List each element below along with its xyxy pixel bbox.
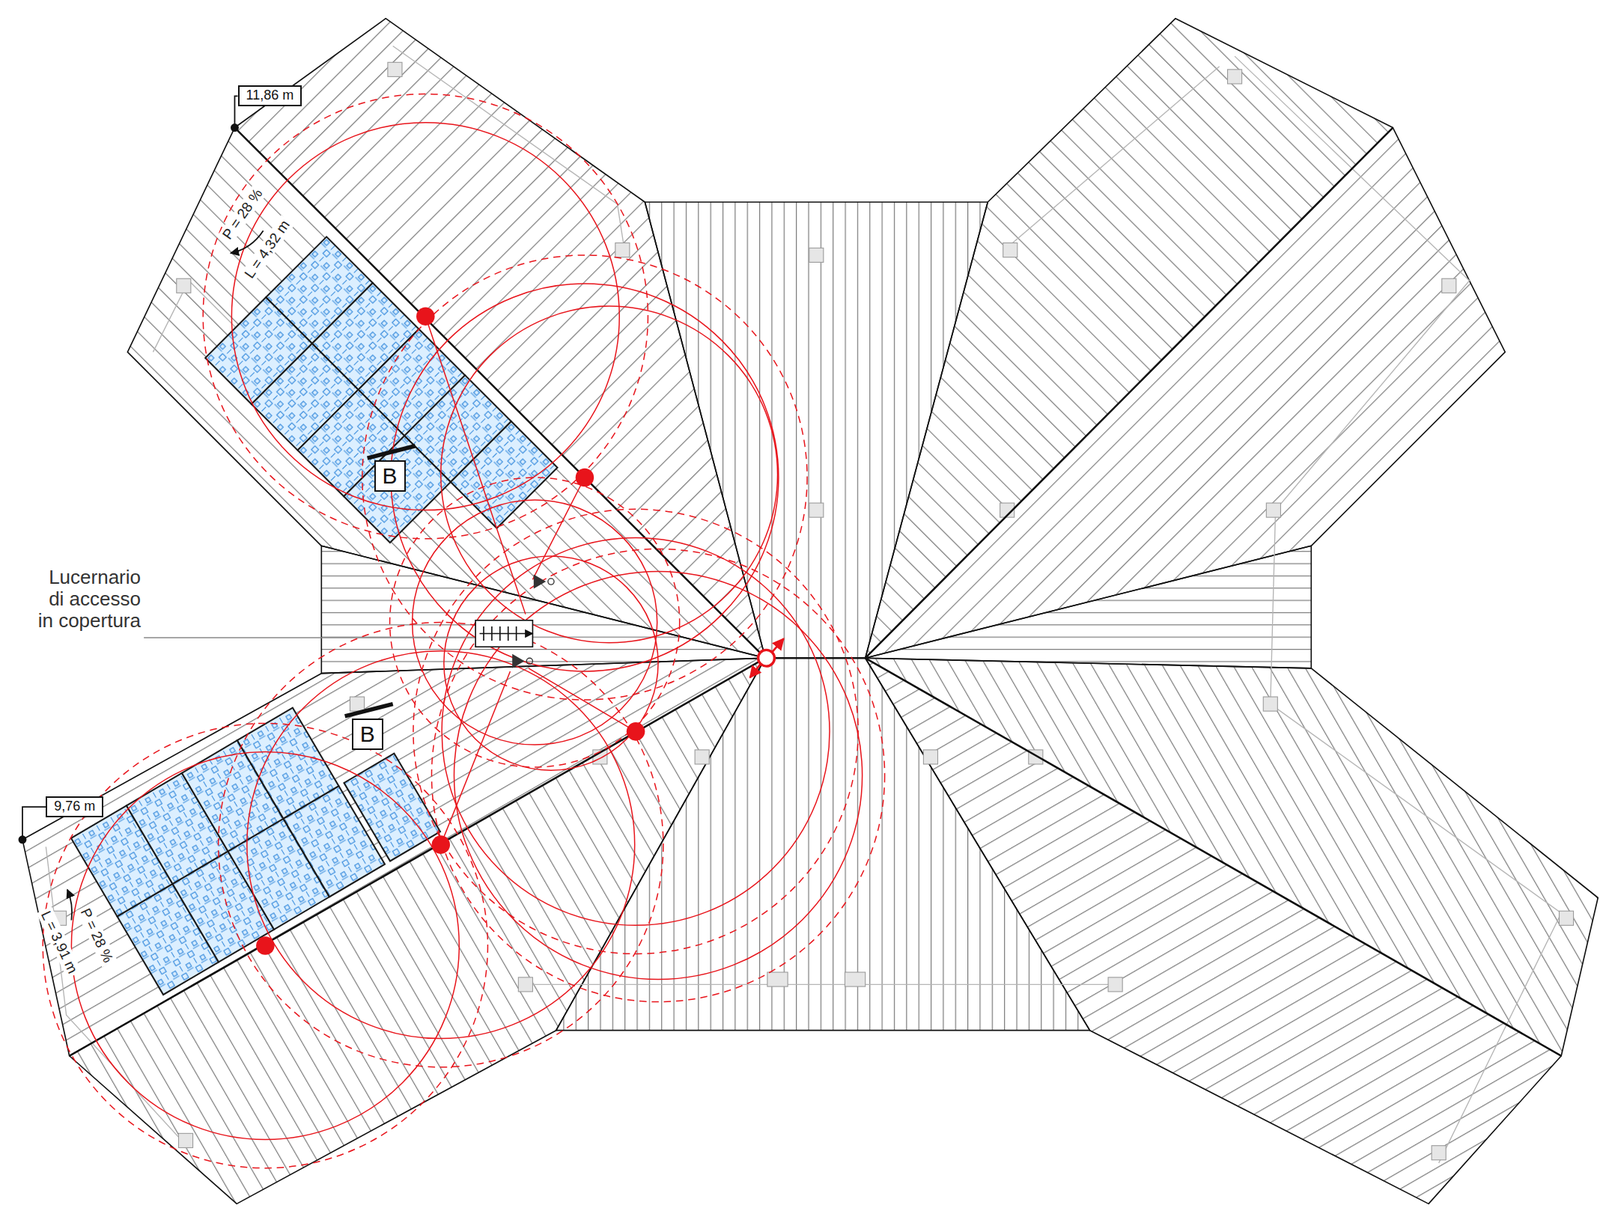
gutter-lines [45, 46, 1562, 1164]
elevation-leaders [22, 95, 239, 841]
device-symbols [512, 574, 555, 668]
elevation-dots [18, 123, 239, 844]
section-mark-box: B [374, 460, 406, 492]
callout-note: Lucernario di accesso in copertura [32, 566, 141, 632]
node-text: 9,76 m [53, 798, 96, 816]
access-hatch-ladder [475, 620, 533, 647]
anchor-points [256, 306, 645, 955]
solar-panels-south [71, 675, 441, 996]
node-text: B [382, 462, 398, 490]
vent-markers [52, 62, 1574, 1160]
roof-faces [22, 18, 1598, 1205]
leader-line [143, 637, 475, 638]
solar-panels-north [205, 236, 558, 589]
node-text: 11,86 m [246, 87, 295, 105]
ridge-lines [69, 128, 1562, 1057]
section-mark-box: B [351, 718, 384, 751]
elevation-tag: 11,86 m [238, 85, 303, 107]
elevation-tag: 9,76 m [45, 796, 104, 818]
section-marks [345, 446, 416, 717]
node-text: B [360, 721, 376, 748]
safety-radius-circles [42, 94, 885, 1169]
main-anchor [750, 638, 784, 678]
